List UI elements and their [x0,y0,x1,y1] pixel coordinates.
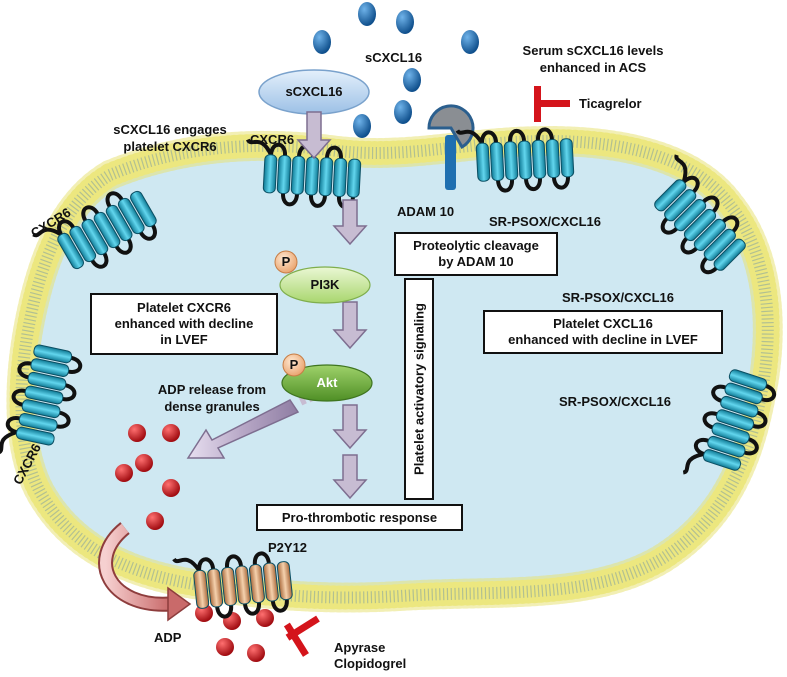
p2y12-helices [172,551,293,619]
scxcl16-top-label: sCXCL16 [365,50,423,65]
apyrase-clopidogrel-inhibitor-icon [283,615,320,657]
transmembrane-helix [117,197,145,235]
transmembrane-helix [664,189,697,222]
membrane-receptors [0,127,777,475]
transmembrane-helix [693,218,727,252]
apyrase-label: Apyrase [334,640,386,655]
cxcr6-receptor-lower-left [0,344,83,455]
transmembrane-helix [262,154,278,194]
srpsox-right-label: SR-PSOX/CXCL16 [559,394,671,409]
srpsox-top-label: SR-PSOX/CXCL16 [489,214,601,229]
transmembrane-helix [304,156,320,196]
transmembrane-helix [728,369,768,391]
transmembrane-helix [545,139,561,179]
transmembrane-helix [290,155,306,195]
platelet-activatory-signaling-box: Platelet activatory signaling [404,278,434,500]
transmembrane-helix [221,566,238,606]
pi3k-node [279,266,371,304]
transmembrane-helix [105,204,133,242]
transmembrane-helix [193,569,210,609]
transmembrane-helix [262,562,279,602]
transmembrane-helix [69,225,97,263]
transmembrane-helix [475,142,491,182]
transmembrane-helix [57,232,84,270]
platelet-activatory-signaling-label: Platelet activatory signaling [411,303,427,475]
transmembrane-helix [711,422,750,445]
transmembrane-helix [130,190,157,228]
p2y12-receptor [172,551,293,619]
adp-label: ADP [154,630,182,645]
transmembrane-helix [248,564,265,604]
transmembrane-helix [503,141,519,181]
adp-release-label-line1: ADP release from [157,382,267,397]
pi3k-label: PI3K [310,277,340,292]
transmembrane-helix [24,385,64,405]
serum-label-line2: enhanced in ACS [539,60,647,75]
transmembrane-helix [93,211,121,249]
clopidogrel-label: Clopidogrel [334,656,407,671]
cxcr6-top-label: CXCR6 [250,132,295,147]
transmembrane-helix [346,158,362,198]
akt-label: Akt [316,375,338,390]
phosphate-akt-label: P [289,357,299,372]
transmembrane-helix [654,179,687,212]
engages-label-line1: sCXCL16 engages [113,122,227,137]
engages-label-line2: platelet CXCR6 [123,139,217,154]
prothrombotic-response-box: Pro-thrombotic response [256,504,463,531]
transmembrane-helix [531,139,547,179]
p2y12-label: P2Y12 [268,540,308,555]
transmembrane-helix [720,395,759,418]
srpsox-receptor-right [682,369,777,475]
transmembrane-helix [332,157,348,197]
transmembrane-helix [489,141,505,181]
cxcr6-receptor-left [32,190,157,270]
proteolytic-cleavage-box: Proteolytic cleavage by ADAM 10 [394,232,558,276]
akt-node [281,364,373,402]
transmembrane-helix [15,426,55,446]
cell-membrane [6,126,783,613]
adam10-protease [427,104,475,190]
serum-label-line1: Serum sCXCL16 levels [522,43,664,58]
transmembrane-helix [235,565,251,605]
srpsox-receptor-top [455,127,575,193]
transmembrane-helix [207,568,224,608]
transmembrane-helix [81,218,109,256]
platelet-cxcr6-box: Platelet CXCR6 enhanced with decline in … [90,293,278,355]
transmembrane-helix [33,344,73,364]
transmembrane-helix [559,138,575,178]
adam10-label: ADAM 10 [397,204,455,219]
transmembrane-helix [30,358,70,378]
signaling-arrows [296,111,368,500]
transmembrane-helix [276,561,293,601]
transmembrane-helix [707,435,746,458]
phosphate-akt-icon [282,353,306,377]
ticagrelor-inhibitor-icon [534,86,570,122]
scxcl16-oval-label: sCXCL16 [285,84,343,99]
transmembrane-helix [318,157,334,197]
transmembrane-helix [517,140,533,180]
adp-recycle-arrow [98,522,192,622]
adp-release-label-line2: dense granules [164,399,260,414]
phosphate-pi3k-label: P [281,254,291,269]
transmembrane-helix [702,449,742,471]
transmembrane-helix [715,409,755,431]
transmembrane-helix [713,238,746,271]
transmembrane-helix [18,412,58,432]
transmembrane-helix [673,198,707,232]
ticagrelor-label: Ticagrelor [579,96,642,111]
transmembrane-helix [27,371,67,391]
transmembrane-helix [21,399,61,419]
transmembrane-helix [276,155,292,195]
phosphate-pi3k-icon [274,250,298,274]
transmembrane-helix [703,228,736,261]
srpsox-receptor-upper-right [654,154,746,275]
srpsox-mid-label: SR-PSOX/CXCL16 [562,290,674,305]
scxcl16-molecules [313,2,479,138]
transmembrane-helix [724,382,763,405]
transmembrane-helix [683,208,717,242]
platelet-cxcl16-box: Platelet CXCL16 enhanced with decline in… [483,310,723,354]
